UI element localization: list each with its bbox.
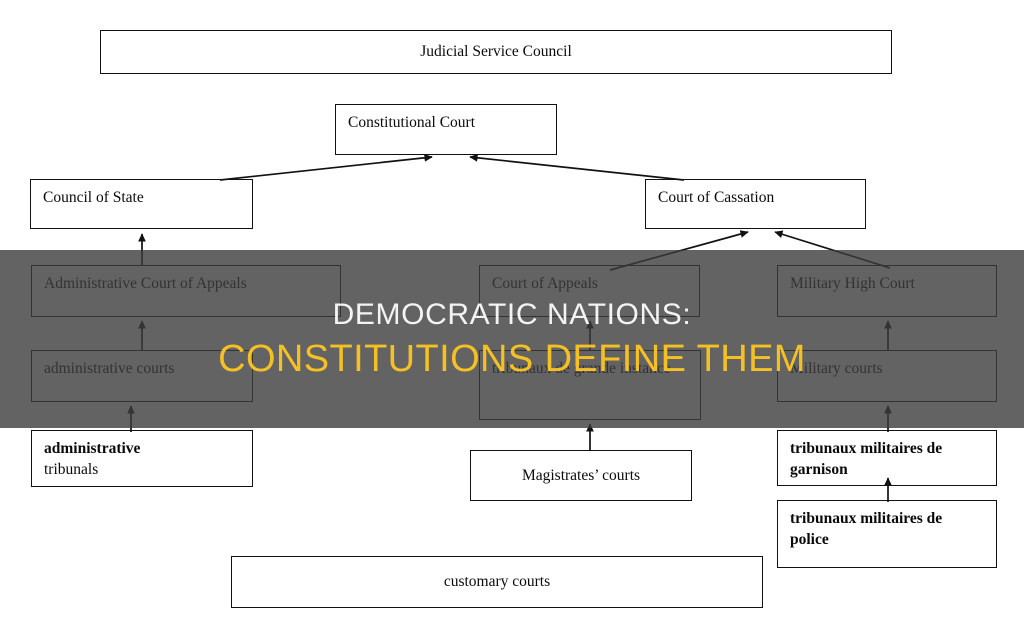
node-council-of-state[interactable]: Council of State: [30, 179, 253, 229]
node-court-of-cassation[interactable]: Court of Cassation: [645, 179, 866, 229]
node-military-courts[interactable]: Military courts: [777, 350, 997, 402]
link-council-of-state-to-constitutional-court: [219, 153, 433, 181]
node-military-high-court[interactable]: Military High Court: [777, 265, 997, 317]
node-customary-courts[interactable]: customary courts: [231, 556, 763, 608]
node-tribunaux-de-grande-instance[interactable]: tribunaux de grande instance: [479, 350, 701, 420]
node-tribunaux-militaires-de-police[interactable]: tribunaux militaires de police: [777, 500, 997, 568]
node-judicial-service-council[interactable]: Judicial Service Council: [100, 30, 892, 74]
node-tribunaux-militaires-de-garnison[interactable]: tribunaux militaires de garnison: [777, 430, 997, 486]
node-administrative-court-of-appeals[interactable]: Administrative Court of Appeals: [31, 265, 341, 317]
node-administrative-courts[interactable]: administrative courts: [31, 350, 253, 402]
link-military-high-court-to-court-of-cassation: [774, 230, 891, 269]
node-court-of-appeals[interactable]: Court of Appeals: [479, 265, 700, 317]
node-constitutional-court[interactable]: Constitutional Court: [335, 104, 557, 155]
link-court-of-cassation-to-constitutional-court: [469, 153, 685, 181]
node-magistrates-courts[interactable]: Magistrates’ courts: [470, 450, 692, 501]
